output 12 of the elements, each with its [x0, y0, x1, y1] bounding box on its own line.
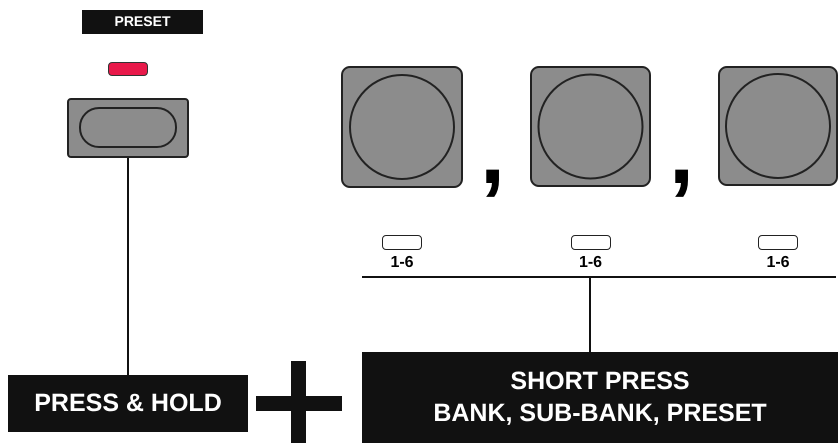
banner-text: BANK, SUB-BANK, PRESET — [433, 398, 767, 428]
pad-range-label: 1-6 — [389, 254, 415, 272]
instruction-banner — [362, 352, 838, 443]
banner-heading: SHORT PRESS — [510, 366, 690, 398]
preset-label: PRESET — [82, 10, 203, 34]
connector-line — [127, 158, 129, 375]
pad-range-label: 1-6 — [578, 254, 604, 272]
comma-separator: , — [669, 108, 694, 198]
instruction-banner: PRESS & HOLD — [8, 375, 248, 432]
pad-range-label: 1-6 — [765, 254, 791, 272]
connector-line — [589, 276, 836, 352]
comma-separator: , — [480, 108, 506, 198]
